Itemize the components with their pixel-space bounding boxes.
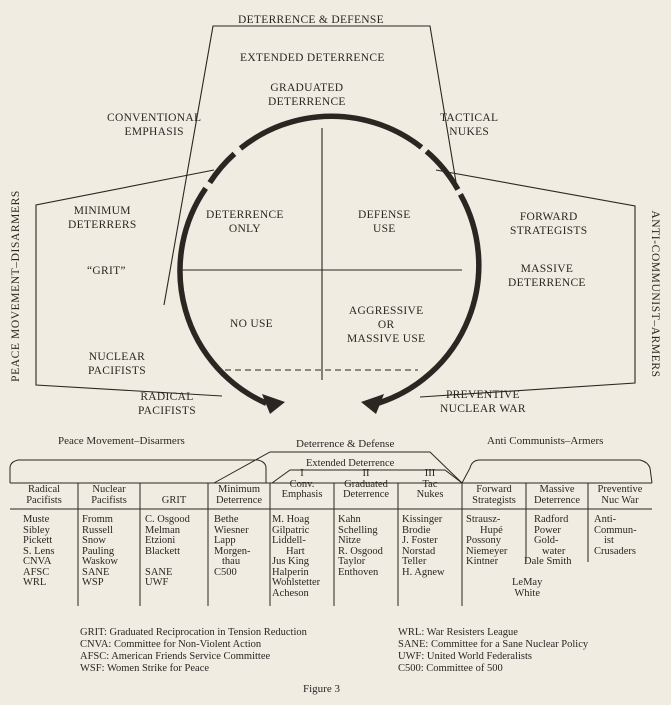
extended-group-label: Extended Deterrence	[306, 458, 395, 469]
deterrence-defense-title: DETERRENCE & DEFENSE	[238, 14, 384, 26]
circle-arc-upper-right	[424, 149, 461, 191]
peace-movement-bracket	[35, 169, 223, 397]
anti-communist-bracket	[419, 169, 636, 398]
circle-arc-upper-left	[207, 151, 237, 185]
circle-arc-left	[177, 186, 268, 406]
glossary-left: GRIT: Graduated Reciprocation in Tension…	[80, 627, 307, 674]
extended-group-brace	[271, 469, 463, 484]
peace-movement-vertical-label: PEACE MOVEMENT–DISARMERS	[10, 190, 22, 382]
anti-group-label: Anti Communists–Armers	[487, 435, 604, 447]
extended-deterrence-label: EXTENDED DETERRENCE	[240, 52, 385, 64]
quadrant-no-use: NO USE	[230, 318, 274, 330]
deterrence-group-brace	[213, 451, 463, 484]
circle-arc-top	[238, 113, 424, 151]
figure-caption: Figure 3	[303, 683, 340, 695]
anti-group-brace	[461, 459, 653, 484]
peace-group-label: Peace Movement–Disarmers	[58, 435, 185, 447]
deterrence-group-label: Deterrence & Defense	[296, 438, 395, 450]
grit-label: “GRIT”	[87, 265, 126, 277]
anti-communist-vertical-label: ANTI-COMMUNIST–ARMERS	[649, 210, 661, 378]
right-arrowhead	[361, 394, 384, 414]
header-grit: GRIT	[161, 495, 187, 506]
left-arrowhead	[262, 394, 285, 414]
deterrence-defense-bracket	[163, 25, 457, 306]
peace-group-brace	[9, 459, 267, 483]
circle-arc-right	[376, 193, 482, 406]
